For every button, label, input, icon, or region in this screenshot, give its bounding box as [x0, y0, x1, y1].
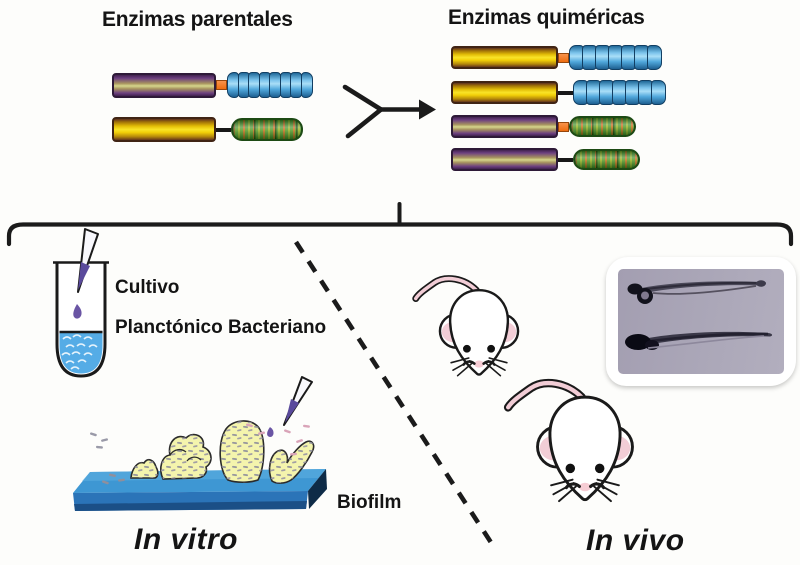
- zebrafish-photo: [606, 257, 796, 386]
- dashed-divider-line: [294, 240, 494, 546]
- in-vivo-label: In vivo: [586, 524, 685, 557]
- parental-enzymes-group: [112, 72, 313, 142]
- brace-bracket: [6, 202, 794, 247]
- in-vitro-label: In vitro: [134, 523, 239, 556]
- colony-lobe-lines: [169, 448, 202, 462]
- enzyme-bar: [112, 117, 313, 142]
- cap-segment: [647, 45, 663, 70]
- enzyme-rod-purple: [451, 148, 558, 171]
- enzyme-rod-yellow: [451, 46, 558, 69]
- enzyme-linker-black: [558, 157, 573, 162]
- enzyme-rod-purple: [451, 115, 558, 138]
- culture-label-line1: Cultivo: [115, 277, 180, 298]
- enzyme-linker-orange: [558, 52, 569, 63]
- merge-arrow-icon: [342, 84, 436, 139]
- enzyme-linker-orange: [558, 121, 569, 132]
- zebrafish-photo-bg: [618, 269, 784, 374]
- culture-label-line2: Planctónico Bacteriano: [115, 317, 327, 338]
- chimeric-enzymes-group: [451, 45, 667, 171]
- pipette-icon: [283, 376, 313, 426]
- enzyme-cap-green: [573, 149, 640, 170]
- mouse-icon: [416, 279, 518, 376]
- chimeric-title: Enzimas quiméricas: [448, 6, 645, 29]
- droplet-icon: [73, 304, 82, 319]
- enzyme-bar: [451, 80, 667, 105]
- enzyme-cap-green: [569, 116, 636, 137]
- enzyme-cap-green: [231, 118, 303, 141]
- enzyme-linker-black: [558, 90, 573, 95]
- enzyme-rod-yellow: [451, 81, 558, 104]
- enzyme-linker-orange: [216, 80, 227, 90]
- enzyme-cap-blue: [569, 45, 663, 70]
- droplet-icon: [267, 427, 274, 438]
- enzyme-bar: [451, 45, 666, 70]
- cap-segment: [300, 72, 313, 98]
- biofilm-label: Biofilm: [337, 492, 402, 513]
- enzyme-cap-blue: [573, 80, 667, 105]
- enzyme-bar: [112, 72, 313, 98]
- mouse-icon: [508, 383, 632, 501]
- enzyme-rod-purple: [112, 72, 216, 98]
- enzyme-linker-black: [216, 127, 231, 132]
- enzyme-cap-blue: [227, 72, 313, 98]
- cap-segment: [651, 80, 667, 105]
- biofilm-colony-speckles: [131, 420, 314, 484]
- pipette-icon: [77, 228, 99, 293]
- enzyme-bar: [451, 148, 666, 171]
- enzyme-bar: [451, 115, 666, 138]
- parental-title: Enzimas parentales: [102, 8, 293, 31]
- zebrafish-icon: [625, 280, 773, 350]
- bacteria-cells: [90, 423, 310, 485]
- test-tube-icon: [53, 261, 109, 378]
- enzyme-rod-yellow: [112, 117, 216, 142]
